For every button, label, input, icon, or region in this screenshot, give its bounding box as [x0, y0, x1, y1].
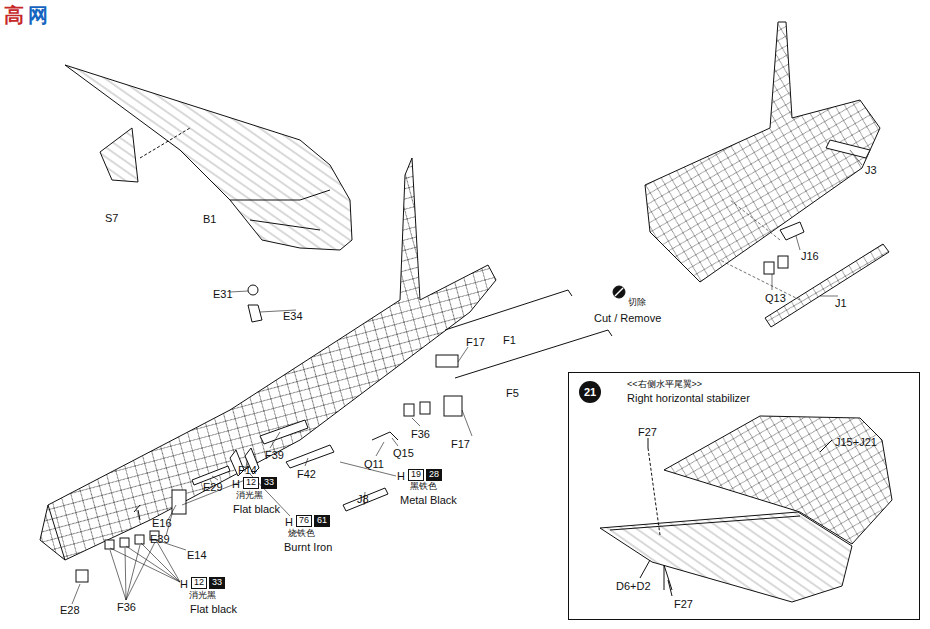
- paint-code: 61: [314, 515, 330, 527]
- part-label: J3: [865, 164, 877, 176]
- watermark: 高: [4, 4, 24, 26]
- part-label: Q15: [393, 447, 414, 459]
- part-label: F17: [451, 438, 470, 450]
- part-label: J8: [357, 493, 369, 505]
- part-label: E28: [60, 604, 80, 616]
- part-label: B1: [203, 213, 216, 225]
- part-label: 消光黑: [236, 491, 263, 501]
- step-number: 21: [579, 381, 601, 403]
- part-label: Q13: [765, 292, 786, 304]
- part-label: F39: [265, 449, 284, 461]
- part-label: 烧铁色: [288, 529, 315, 539]
- step-panel: <<右侧水平尾翼>>Right horizontal stabilizer 21: [568, 372, 920, 620]
- part-label: H: [180, 578, 188, 590]
- part-label: E34: [283, 310, 303, 322]
- part-label: 黑铁色: [410, 482, 437, 492]
- paint-code: 12: [243, 477, 259, 489]
- panel-title-cn: <<右侧水平尾翼>>: [627, 378, 702, 391]
- paint-code: 28: [426, 469, 442, 481]
- part-label: J15+J21: [835, 436, 877, 448]
- paint-code: 33: [209, 577, 225, 589]
- part-label: E16: [152, 517, 172, 529]
- part-label: D6+D2: [616, 580, 651, 592]
- part-label: F36: [411, 428, 430, 440]
- part-label: J16: [801, 250, 819, 262]
- watermark: 网: [28, 4, 48, 26]
- part-label: E31: [213, 288, 233, 300]
- part-label: F27: [674, 598, 693, 610]
- part-label: F5: [506, 387, 519, 399]
- part-label: Q11: [364, 458, 384, 470]
- part-label: Cut / Remove: [594, 312, 661, 324]
- part-label: E29: [203, 481, 223, 493]
- part-label: E39: [150, 533, 170, 545]
- part-label: H: [285, 516, 293, 528]
- part-label: S7: [105, 212, 118, 224]
- part-label: H: [232, 478, 240, 490]
- part-label: F14: [238, 464, 257, 476]
- paint-code: 12: [191, 577, 207, 589]
- part-label: F1: [503, 334, 516, 346]
- part-label: Burnt Iron: [284, 541, 332, 553]
- part-label: F42: [297, 468, 316, 480]
- part-label: F36: [117, 601, 136, 613]
- step-number-text: 21: [584, 386, 596, 398]
- part-label: H: [397, 470, 405, 482]
- paint-code: 33: [261, 477, 277, 489]
- part-label: F17: [466, 336, 485, 348]
- part-label: E14: [187, 549, 207, 561]
- part-label: 切除: [628, 298, 646, 308]
- panel-title-en: Right horizontal stabilizer: [627, 392, 750, 404]
- part-label: Flat black: [233, 503, 280, 515]
- paint-code: 76: [296, 515, 312, 527]
- paint-code: 19: [408, 469, 424, 481]
- part-label: 消光黑: [189, 591, 216, 601]
- part-label: F27: [638, 426, 657, 438]
- part-label: Metal Black: [400, 494, 457, 506]
- part-label: Flat black: [190, 603, 237, 615]
- part-label: J1: [835, 297, 847, 309]
